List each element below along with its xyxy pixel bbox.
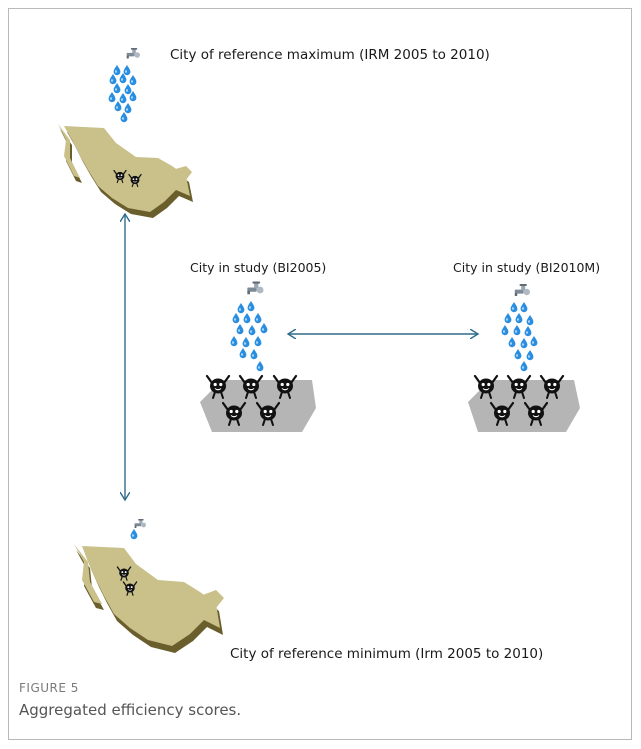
faucet-icon bbox=[126, 48, 140, 59]
faucet-icon bbox=[134, 519, 146, 528]
figure-number: FIGURE 5 bbox=[19, 681, 79, 695]
label-min-city: City of reference minimum (Irm 2005 to 2… bbox=[230, 646, 544, 662]
figure-frame bbox=[8, 8, 632, 740]
figure-caption: Aggregated efficiency scores. bbox=[19, 701, 242, 719]
mexico-map-max bbox=[58, 124, 193, 218]
efficiency-diagram bbox=[58, 48, 580, 653]
city-platform-2010 bbox=[468, 374, 580, 432]
label-max-city: City of reference maximum (IRM 2005 to 2… bbox=[170, 47, 490, 63]
faucet-icon bbox=[247, 281, 264, 295]
water-drops-max bbox=[108, 65, 137, 123]
water-drops-2010 bbox=[501, 302, 538, 372]
mexico-map-min bbox=[74, 544, 224, 653]
label-study-2005: City in study (BI2005) bbox=[190, 260, 327, 275]
faucet-icon bbox=[514, 284, 530, 296]
city-platform-2005 bbox=[200, 374, 316, 432]
water-drop-min bbox=[130, 529, 138, 540]
label-study-2010: City in study (BI2010M) bbox=[453, 260, 601, 275]
water-drops-2005 bbox=[230, 301, 268, 372]
